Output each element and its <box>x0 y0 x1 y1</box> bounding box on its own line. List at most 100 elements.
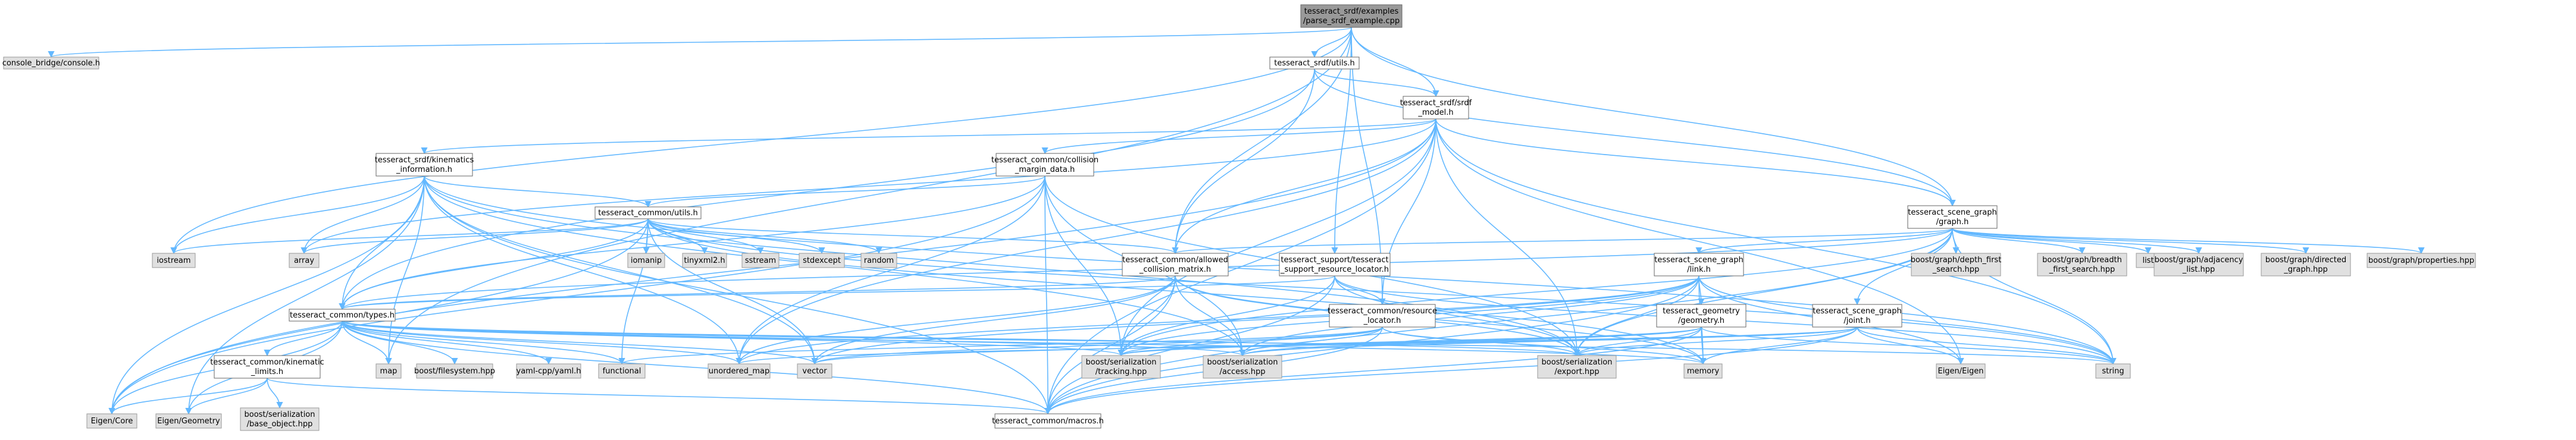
node-sg_link[interactable]: tesseract_scene_graph/link.h <box>1654 253 1744 276</box>
node-console: console_bridge/console.h <box>2 56 100 70</box>
node-box <box>1203 355 1282 379</box>
edge-sg_joint-to-eigen <box>1857 326 1964 365</box>
node-label: tesseract_scene_graph <box>1908 208 1996 217</box>
node-label: /graph.h <box>1936 218 1969 227</box>
node-label: _locator.h <box>1363 316 1401 325</box>
edge-kin_info-to-macros <box>424 175 1051 415</box>
edge-coll_margin-to-macros <box>1044 175 1051 415</box>
node-label: tesseract_common/allowed <box>1122 256 1228 265</box>
node-label: boost/serialization <box>1541 358 1612 367</box>
node-types[interactable]: tesseract_common/types.h <box>289 309 396 322</box>
node-kin_info[interactable]: tesseract_srdf/kinematics_information.h <box>375 153 474 177</box>
node-box <box>214 355 321 379</box>
node-common_utils[interactable]: tesseract_common/utils.h <box>594 206 702 219</box>
node-label: boost/graph/depth_first <box>1911 256 2002 265</box>
edge-utils_srdf-to-types <box>339 68 1315 310</box>
edge-allowed_coll-to-types <box>339 275 1176 310</box>
node-box <box>1812 304 1902 328</box>
edge-root-to-sg_graph <box>1351 27 1956 207</box>
node-label: boost/serialization <box>1085 358 1156 367</box>
node-sg_joint[interactable]: tesseract_scene_graph/joint.h <box>1812 304 1902 328</box>
node-box <box>598 363 646 379</box>
node-iomanip: iomanip <box>627 253 665 268</box>
node-box <box>86 413 137 429</box>
node-support_loc[interactable]: tesseract_support/tesseract_support_reso… <box>1279 253 1391 276</box>
edge-res_loc-to-vector <box>811 326 1383 365</box>
node-label: /link.h <box>1687 265 1711 274</box>
node-box <box>375 363 402 379</box>
node-bfs: boost/graph/breadth_first_search.hpp <box>2037 253 2127 276</box>
node-box <box>994 413 1101 429</box>
node-sg_graph[interactable]: tesseract_scene_graph/graph.h <box>1907 205 1998 229</box>
edge-coll_margin-to-tracking <box>1044 175 1125 357</box>
edge-kin_info-to-array <box>301 175 425 254</box>
edge-root-to-console <box>48 27 1352 58</box>
node-label: _collision_matrix.h <box>1139 265 1211 274</box>
node-allowed_coll[interactable]: tesseract_common/allowed_collision_matri… <box>1122 253 1229 276</box>
node-utils_srdf[interactable]: tesseract_srdf/utils.h <box>1269 56 1360 70</box>
node-box <box>2037 253 2127 276</box>
edge-types-to-kin_limits <box>264 320 343 357</box>
node-label: tesseract_srdf/utils.h <box>1274 59 1355 68</box>
node-label: array <box>294 256 314 265</box>
node-box <box>1654 253 1744 276</box>
node-box <box>1269 56 1360 70</box>
node-box <box>1683 363 1723 379</box>
node-coll_margin[interactable]: tesseract_common/collision_margin_data.h <box>991 153 1098 177</box>
node-label: _limits.h <box>251 367 283 376</box>
edge-utils_srdf-to-srdf_model <box>1314 68 1439 98</box>
node-tinyxml2: tinyxml2.h <box>682 253 727 268</box>
edge-sg_joint-to-macros <box>1044 326 1858 415</box>
edge-common_utils-to-array <box>301 218 649 254</box>
node-res_loc[interactable]: tesseract_common/resource_locator.h <box>1328 304 1437 328</box>
edge-sg_link-to-string <box>1698 275 2117 365</box>
node-kin_limits[interactable]: tesseract_common/kinematic_limits.h <box>210 355 324 379</box>
node-adjacency: boost/graph/adjacency_list.hpp <box>2154 253 2244 276</box>
node-label: Eigen/Geometry <box>157 417 220 426</box>
node-label: /base_object.hpp <box>247 420 313 429</box>
node-stdexcept: stdexcept <box>799 253 845 268</box>
node-label: Eigen/Eigen <box>1938 367 1983 376</box>
edge-srdf_model-to-coll_margin <box>1041 118 1436 155</box>
node-box <box>516 363 581 379</box>
node-srdf_model[interactable]: tesseract_srdf/srdf_model.h <box>1400 96 1472 120</box>
node-label: boost/serialization <box>244 410 315 419</box>
node-label: tesseract_common/kinematic <box>210 358 324 367</box>
edge-common_utils-to-stdexcept <box>647 218 825 254</box>
node-box <box>1537 355 1617 379</box>
node-label: random <box>864 256 894 265</box>
edge-root-to-map <box>385 27 1352 365</box>
node-box <box>1329 304 1436 328</box>
edge-kin_limits-to-base_object <box>267 378 283 409</box>
edge-sg_graph-to-adjacency <box>1952 228 2202 254</box>
edge-sg_graph-to-properties <box>1952 228 2425 254</box>
node-root[interactable]: tesseract_srdf/examples/parse_srdf_examp… <box>1300 4 1403 28</box>
edge-sg_graph-to-allowed_coll <box>1172 228 1953 254</box>
edge-kin_limits-to-eigen_core <box>108 378 268 415</box>
edge-kin_info-to-common_utils <box>424 175 652 208</box>
node-label: sstream <box>745 256 776 265</box>
node-label: _search.hpp <box>1932 265 1980 274</box>
node-box <box>682 253 727 268</box>
node-label: vector <box>802 367 827 376</box>
node-geometry[interactable]: tesseract_geometry/geometry.h <box>1656 304 1746 328</box>
edge-res_loc-to-access <box>1239 326 1383 357</box>
edge-sg_link-to-export <box>1573 275 1699 357</box>
node-box <box>416 363 493 379</box>
node-label: string <box>2102 367 2124 376</box>
node-box <box>799 253 845 268</box>
node-filesystem: boost/filesystem.hpp <box>414 363 495 379</box>
edge-kin_limits-to-eigen_geom <box>185 378 268 415</box>
node-macros[interactable]: tesseract_common/macros.h <box>992 413 1104 429</box>
node-sstream: sstream <box>741 253 780 268</box>
node-label: tesseract_srdf/examples <box>1304 7 1399 16</box>
node-directed: boost/graph/directed_graph.hpp <box>2261 253 2351 276</box>
edge-support_loc-to-res_loc <box>1334 275 1386 306</box>
node-label: /tracking.hpp <box>1095 367 1147 376</box>
node-box <box>1911 253 2001 276</box>
node-label: /export.hpp <box>1554 367 1599 376</box>
node-label: yaml-cpp/yaml.h <box>517 367 581 376</box>
node-map: map <box>375 363 402 379</box>
edge-types-to-macros <box>342 320 1051 415</box>
edge-sg_link-to-vector <box>811 275 1699 365</box>
